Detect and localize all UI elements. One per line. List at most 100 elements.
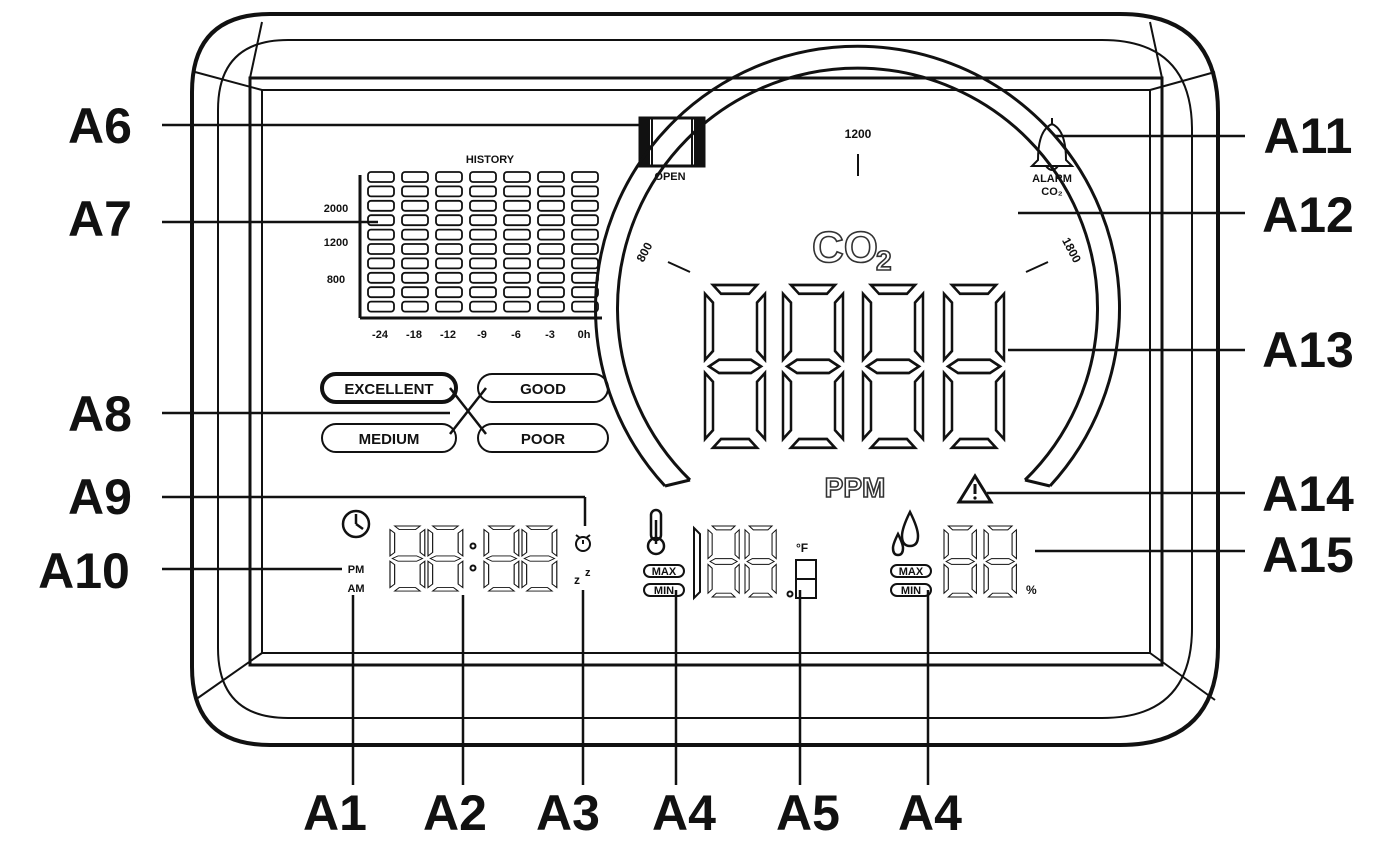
history-title: HISTORY <box>466 154 515 166</box>
history-xtick: 0h <box>578 329 591 341</box>
history-bar-cell <box>367 286 395 299</box>
history-bar-cell <box>503 300 531 313</box>
history-bar-cell <box>435 171 463 183</box>
history-bar-cell <box>435 228 463 241</box>
humidity-drop-icon <box>891 509 920 557</box>
callout-a9: A9 <box>68 469 132 525</box>
history-bar-cell <box>469 271 497 284</box>
humidity-unit: % <box>1026 583 1037 597</box>
history-bar-cell <box>571 286 599 299</box>
history-bar-cell <box>571 228 599 241</box>
callout-a4-left: A4 <box>652 785 716 841</box>
callout-a15: A15 <box>1262 527 1354 583</box>
callout-a14: A14 <box>1262 466 1354 522</box>
history-bar-cell <box>401 271 429 284</box>
history-bar-cell <box>503 243 531 255</box>
history-ytick: 800 <box>327 274 345 286</box>
history-bar-cell <box>537 300 565 313</box>
history-bar-cell <box>367 199 395 212</box>
history-ytick: 1200 <box>324 237 348 249</box>
gauge-tick-right: 1800 <box>1059 235 1084 265</box>
callout-a12: A12 <box>1262 187 1354 243</box>
history-bar-cell <box>537 199 565 212</box>
history-bar-cell <box>571 199 599 212</box>
clock-time-digits <box>389 525 558 592</box>
history-bar-cell <box>469 257 497 270</box>
history-bar-cell <box>571 243 599 255</box>
quality-poor: POOR <box>521 431 565 448</box>
co2-label-sub: 2 <box>876 245 892 276</box>
humidity-max-label: MAX <box>899 566 924 578</box>
thermometer-icon <box>646 508 666 556</box>
history-xtick: -9 <box>477 329 487 341</box>
leader-lines <box>162 123 1245 785</box>
history-bar-cell <box>537 257 565 270</box>
temp-min-label: MIN <box>654 585 674 597</box>
history-bar-cell <box>435 185 463 198</box>
history-bar-cell <box>401 257 429 270</box>
history-bar-cell <box>435 257 463 270</box>
history-bar-cell <box>503 286 531 299</box>
history-bar-cell <box>469 286 497 299</box>
temp-max-label: MAX <box>652 566 677 578</box>
co2-main-digits <box>703 283 1006 450</box>
quality-medium: MEDIUM <box>359 431 420 448</box>
humidity-min-label: MIN <box>901 585 921 597</box>
history-bar-cell <box>435 300 463 313</box>
history-axis-x-ticks: -24 -18 -12 -9 -6 -3 0h <box>372 329 591 341</box>
history-bar-cell <box>469 214 497 227</box>
history-bar-cell <box>469 171 497 183</box>
history-bar-cell <box>469 243 497 255</box>
history-bar-cell <box>503 228 531 241</box>
clock-am-label: AM <box>347 583 364 595</box>
callout-a13: A13 <box>1262 322 1354 378</box>
bell-icon <box>1029 118 1075 171</box>
history-bar-cell <box>367 171 395 183</box>
history-bar-cell <box>571 171 599 183</box>
callout-a10: A10 <box>38 543 130 599</box>
co2-label: CO 2 <box>811 222 892 277</box>
history-bar-cell <box>367 185 395 198</box>
history-axes <box>358 175 602 320</box>
humidity-digits <box>943 525 1017 598</box>
history-bar-cell <box>537 286 565 299</box>
history-bar-cell <box>503 271 531 284</box>
warning-icon <box>956 473 994 504</box>
gauge-tick-left: 800 <box>634 240 656 265</box>
history-bar-cell <box>401 243 429 255</box>
history-bar-cell <box>435 286 463 299</box>
callout-a5: A5 <box>776 785 840 841</box>
history-bar-cell <box>537 228 565 241</box>
history-bar-cell <box>571 257 599 270</box>
history-bar-cell <box>367 214 395 227</box>
history-bar-cell <box>537 185 565 198</box>
history-bar-cell <box>537 271 565 284</box>
window-open-icon <box>638 116 706 168</box>
history-bar-cell <box>367 228 395 241</box>
history-bar-cell <box>503 199 531 212</box>
history-bar-cell <box>401 171 429 183</box>
history-xtick: -12 <box>440 329 456 341</box>
history-bar-cell <box>401 228 429 241</box>
history-bar-cell <box>469 228 497 241</box>
history-bar-cell <box>401 199 429 212</box>
history-bar-cell <box>401 300 429 313</box>
callout-a8: A8 <box>68 386 132 442</box>
history-bar-cell <box>503 171 531 183</box>
history-bar-cell <box>469 300 497 313</box>
history-bar-cell <box>367 300 395 313</box>
history-bar-cell <box>435 243 463 255</box>
snooze-text-small: z <box>585 567 591 579</box>
snooze-text-large: z <box>574 573 580 587</box>
quality-excellent: EXCELLENT <box>344 381 433 398</box>
clock-icon <box>341 509 371 539</box>
history-bar-cell <box>503 185 531 198</box>
callout-a2: A2 <box>423 785 487 841</box>
temperature-digits <box>693 525 817 601</box>
gauge-tick-top: 1200 <box>845 127 872 141</box>
ppm-unit: PPM <box>825 472 886 503</box>
history-bar-cell <box>571 185 599 198</box>
history-bar-grid <box>367 171 599 313</box>
callout-labels: A6 A7 A8 A9 A10 A11 A12 A13 A14 A15 A1 A… <box>38 98 1354 841</box>
callout-a3: A3 <box>536 785 600 841</box>
